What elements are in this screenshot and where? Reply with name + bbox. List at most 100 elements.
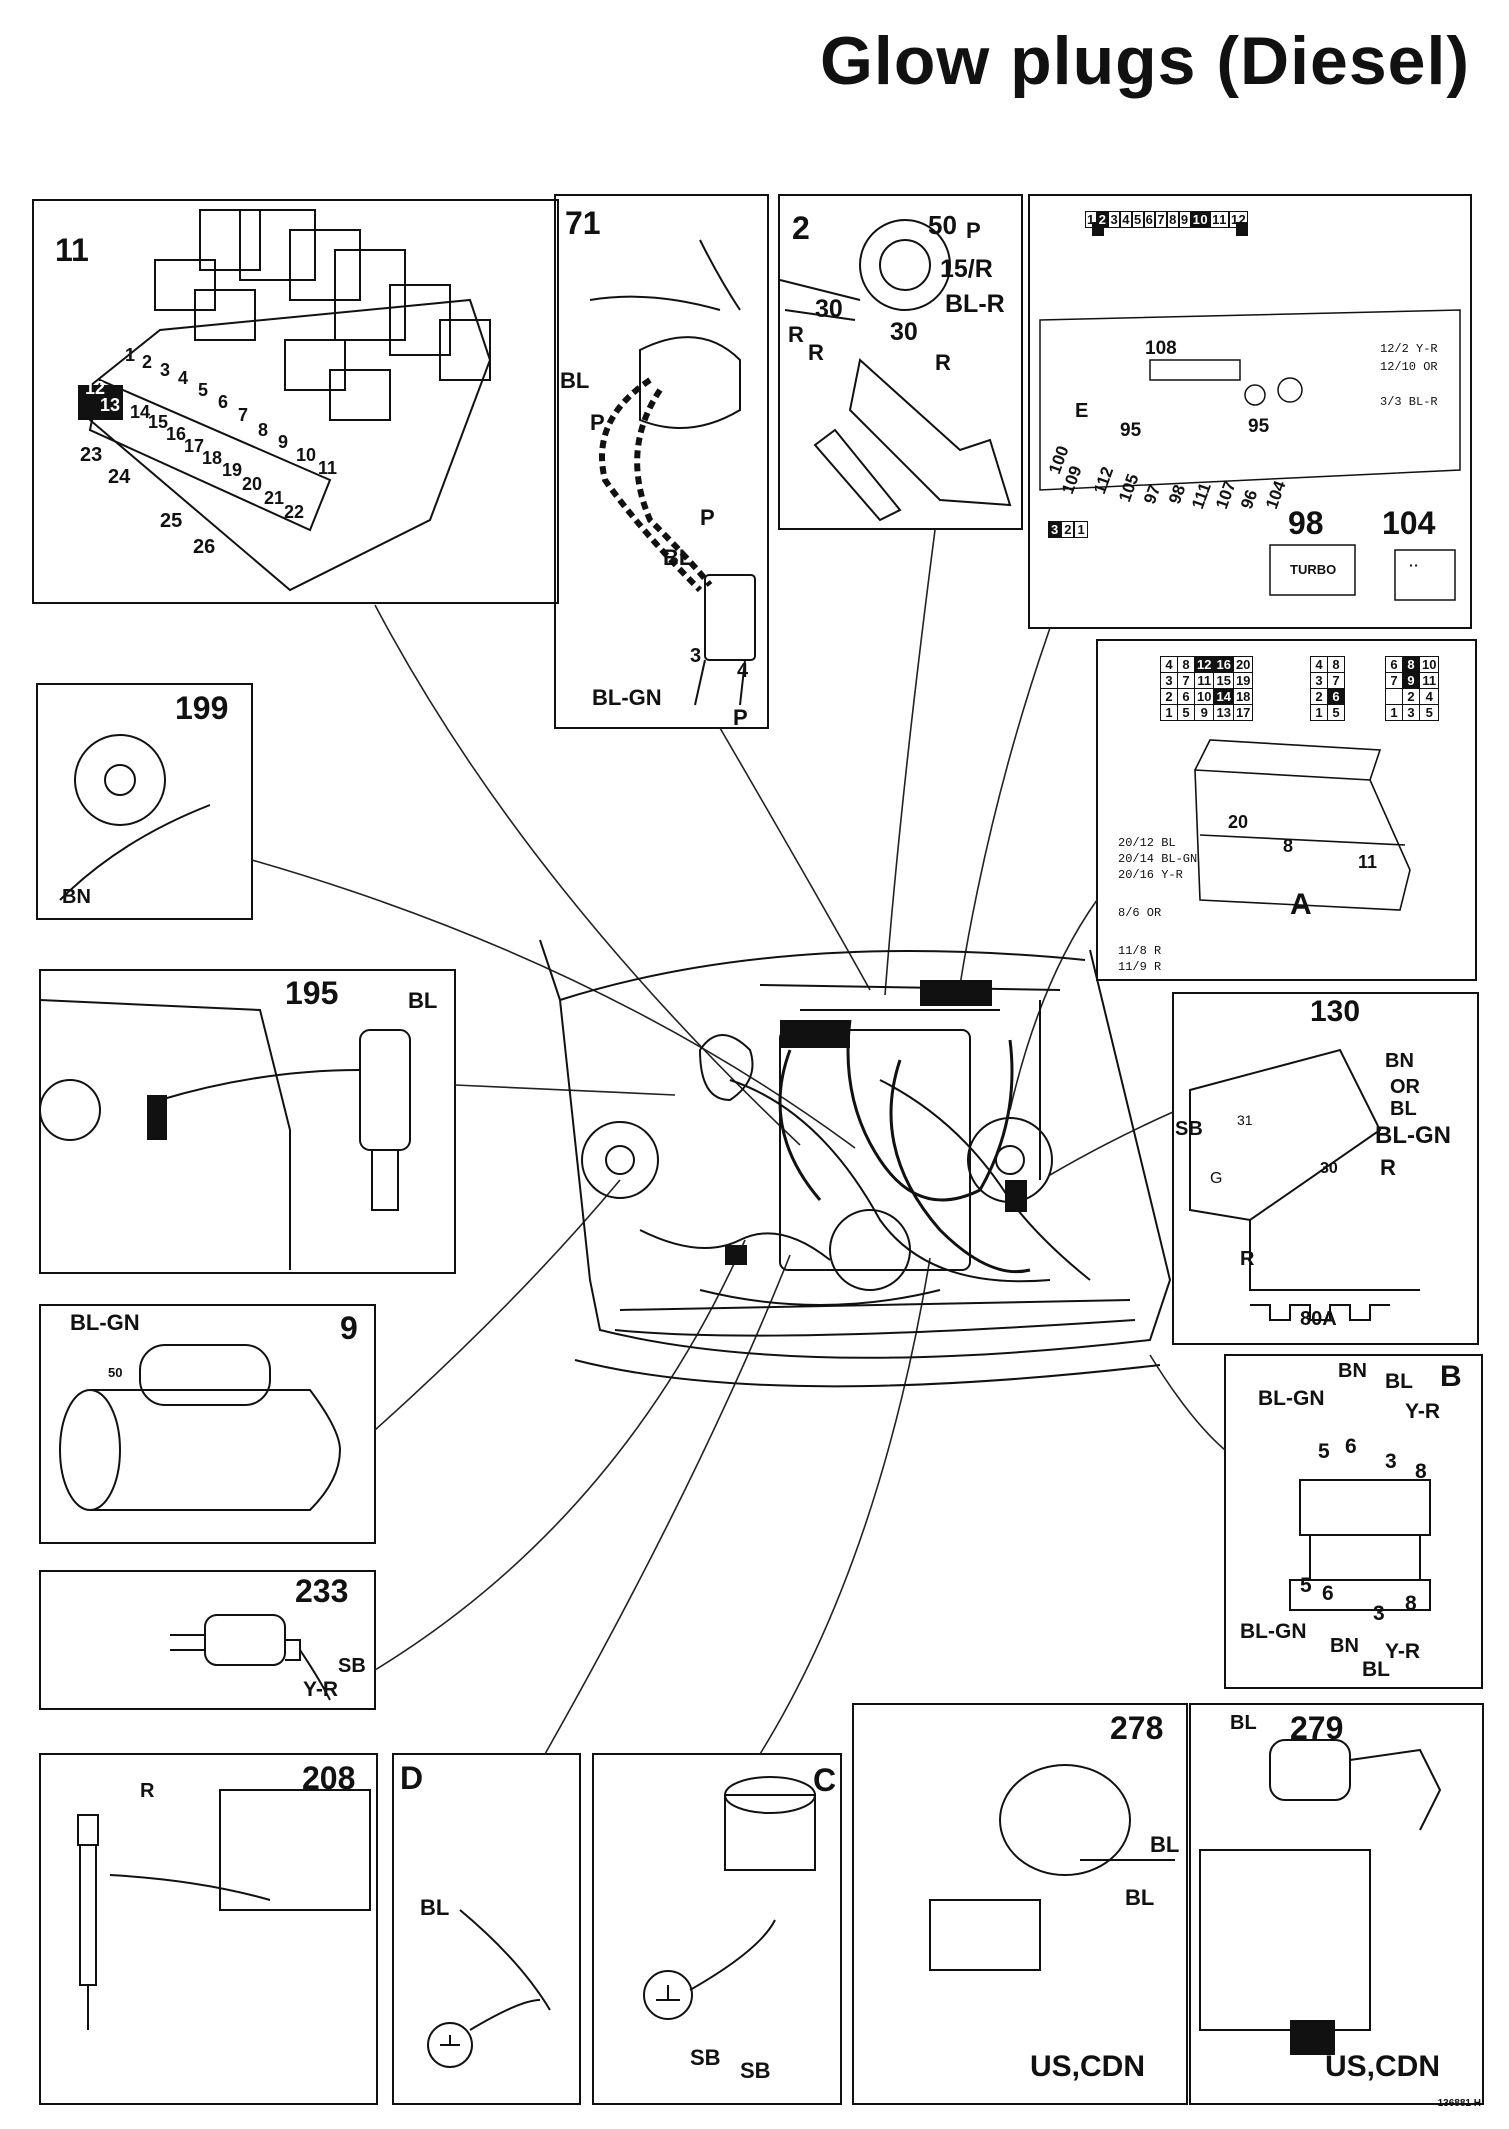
terminal-31-130: 31 (1237, 1112, 1253, 1128)
connector-cell: 8 (1402, 656, 1420, 673)
connector-A-legend-6: 11/9 R (1118, 960, 1162, 974)
wire-label-bn-Ba: BN (1338, 1360, 1367, 1382)
wire-label-blr-2: BL-R (945, 290, 1005, 318)
connector-B-letter: B (1440, 1360, 1462, 1393)
engine-bay-components (725, 980, 1027, 1265)
fuse-label-6: 6 (218, 392, 229, 412)
turbo-indicator: TURBO (1290, 562, 1337, 577)
panel-199-number: 199 (175, 690, 229, 726)
panel-A-frame (1096, 639, 1477, 981)
wire-label-r-130a: R (1380, 1155, 1396, 1180)
starter-9-illustration (59, 1344, 342, 1511)
wire-label-r-208: R (140, 1780, 155, 1802)
panel-130-frame (1172, 992, 1479, 1345)
panel-71-frame (554, 194, 769, 729)
cluster-95b: 95 (1248, 416, 1270, 437)
wire-label-yr-Ba: Y-R (1405, 1400, 1441, 1423)
connector-cell: 14 (1213, 688, 1234, 705)
connector-cell: 1 (1310, 704, 1328, 721)
panel-195-number: 195 (285, 975, 339, 1011)
cluster-e: E (1075, 400, 1089, 422)
glow-plug-208-illustration (77, 1789, 371, 2030)
wire-label-p-71c: P (733, 705, 748, 730)
terminal-3-71: 3 (690, 645, 702, 667)
cluster-illustration (1039, 309, 1461, 601)
wire-label-bl-71b: BL (663, 545, 693, 570)
cluster-108: 108 (1145, 338, 1177, 359)
terminal-g-130: G (1210, 1170, 1223, 1187)
connector-cell: 2 (1310, 688, 1328, 705)
wire-label-bn-Bb: BN (1330, 1635, 1359, 1657)
wire-label-p-71b: P (700, 505, 715, 530)
wire-label-sb-Ca: SB (690, 2045, 721, 2070)
fuse-label-23: 23 (80, 444, 103, 466)
pin-8-Bb: 8 (1405, 1592, 1417, 1615)
wire-label-r-130b: R (1240, 1248, 1255, 1270)
connector-cell: 3 (1160, 672, 1178, 689)
fuse-label-5: 5 (198, 380, 209, 400)
panel-278-number: 278 (1110, 1710, 1164, 1746)
sensor-233-illustration (170, 1614, 331, 1701)
panel-208-frame (39, 1753, 378, 2105)
panel-9-number: 9 (340, 1310, 358, 1346)
pin-3-Ba: 3 (1385, 1450, 1397, 1473)
wire-label-r-2b: R (808, 340, 824, 365)
wire-label-blgn-Ba: BL-GN (1258, 1387, 1325, 1410)
terminal-4-71: 4 (737, 660, 749, 682)
connector-cell: 20 (1232, 656, 1254, 673)
panel-2-frame (778, 194, 1023, 530)
fuse-label-10: 10 (296, 445, 317, 465)
relay-130-illustration (1189, 1048, 1420, 1321)
panel-B-frame (1224, 1354, 1483, 1689)
fuse-label-22: 22 (284, 502, 305, 522)
terminal-30b: 30 (890, 318, 918, 346)
region-label-279: US,CDN (1325, 2050, 1441, 2083)
connector-cell: 10 (1418, 656, 1440, 673)
connector-cell: 8 (1177, 656, 1195, 673)
pin-5-Bb: 5 (1300, 1574, 1312, 1597)
cluster-98-label: 98 (1288, 505, 1324, 541)
fuse-label-12: 12 (85, 378, 106, 398)
wire-label-sb-Cb: SB (740, 2058, 771, 2083)
pin-6-Bb: 6 (1322, 1582, 1334, 1605)
panel-199-frame (36, 683, 253, 920)
connector-cell: 16 (1213, 656, 1234, 673)
dashed-wires-71 (599, 377, 713, 593)
pin-3-Bb: 3 (1373, 1602, 1385, 1625)
connector-cell: 2 (1160, 688, 1178, 705)
pin-6-Ba: 6 (1345, 1435, 1357, 1458)
ground-C-illustration (643, 1776, 816, 2020)
fuse-marker (78, 385, 123, 420)
fuse-label-14: 14 (130, 402, 151, 422)
fuse-label-21: 21 (264, 488, 285, 508)
wire-label-bl-130: BL (1390, 1098, 1417, 1120)
terminal-50: 50 (928, 210, 957, 240)
component-279-illustration (1199, 1739, 1442, 2031)
document-number: 136881 H (1437, 2098, 1481, 2109)
connector-cell: 12 (1193, 656, 1215, 673)
connector-cell: 18 (1232, 688, 1254, 705)
connector-cell: 13 (1213, 704, 1234, 721)
connector-cell: 15 (1213, 672, 1234, 689)
wire-label-bl-195: BL (408, 988, 438, 1013)
fuse-label-18: 18 (202, 448, 223, 468)
connector-cell: 7 (1385, 672, 1403, 689)
fuse-label-9: 9 (278, 432, 289, 452)
cluster-legend-2: 12/10 OR (1380, 360, 1438, 374)
glow-indicator-icon: ᐝᐝ (1408, 562, 1419, 584)
panel-208-number: 208 (302, 1760, 356, 1796)
connector-cell: 11 (1193, 672, 1215, 689)
connector-cell: 19 (1232, 672, 1254, 689)
fuse-label-7: 7 (238, 405, 249, 425)
fuse-label-25: 25 (160, 510, 183, 532)
fuse-label-19: 19 (222, 460, 243, 480)
wire-label-or-130: OR (1390, 1076, 1420, 1098)
wire-label-r-2a: R (788, 322, 804, 347)
fuse-label-16: 16 (166, 424, 187, 444)
connector-cell: 4 (1160, 656, 1178, 673)
fuse-80a-130: 80A (1300, 1308, 1337, 1330)
